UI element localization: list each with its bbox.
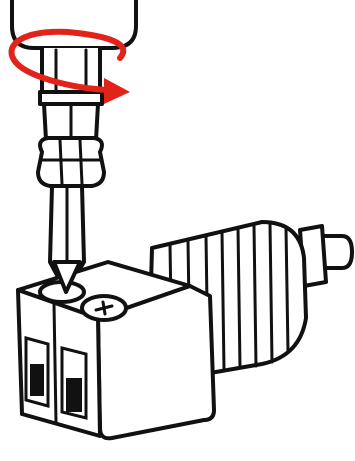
- rotation-arrowhead: [104, 78, 130, 104]
- hex-facet-left: [60, 140, 62, 184]
- screwdriver: [12, 0, 136, 292]
- wire-opening-left: [26, 338, 48, 406]
- terminal-front-divider: [54, 304, 56, 422]
- hex-facet-right: [80, 140, 82, 184]
- screwdriver-hex-bolster: [38, 138, 104, 186]
- wire-opening-right: [62, 348, 86, 418]
